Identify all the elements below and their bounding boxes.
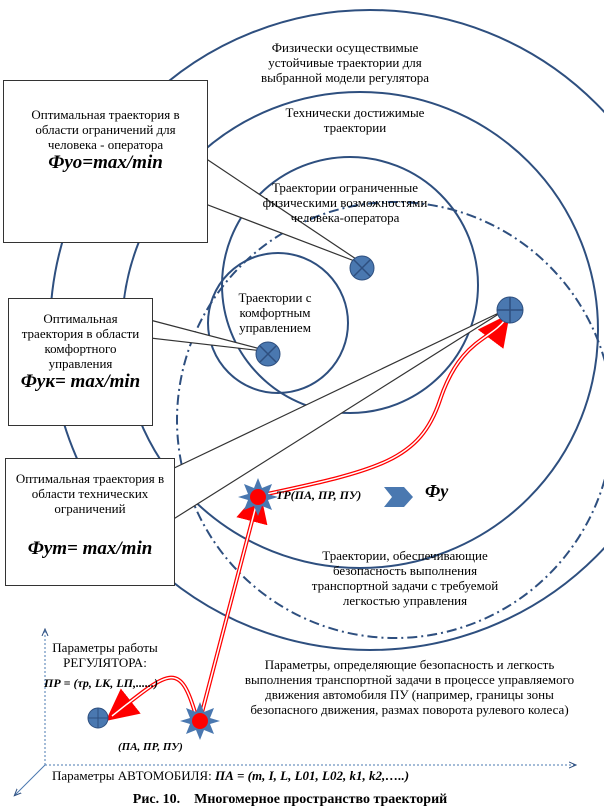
phi-label: Фу <box>425 481 449 501</box>
cross-marker-icon <box>255 341 281 367</box>
tr-label: ТР(ПА, ПР, ПУ) <box>276 488 362 502</box>
star-point-icon <box>180 702 220 740</box>
operator-box-formula: Фуо=max/min <box>48 152 163 173</box>
regulator-formula: ПР = (τр, LК, LП,......) <box>44 676 158 690</box>
technical-region-label: Технически достижимые траектории <box>285 105 425 135</box>
technical-box-formula: Фут= max/min <box>27 538 153 559</box>
car-params: Параметры АВТОМОБИЛЯ: ПА = (m, I, L, L01… <box>52 768 409 783</box>
point-label: (ПА, ПР, ПУ) <box>118 741 183 753</box>
comfort-region-label: Траектории с комфортным управлением <box>238 290 312 335</box>
regulator-title: Параметры работы РЕГУЛЯТОРА: <box>52 640 158 670</box>
human-region-label: Траектории ограниченные физическими возм… <box>262 180 428 225</box>
physical-region-label: Физически осуществимые устойчивые траект… <box>260 40 430 85</box>
comfort-box-formula: Фук= max/min <box>20 371 141 392</box>
cross-marker-icon <box>349 255 375 281</box>
control-params-text: Параметры, определяющие безопасность и л… <box>244 657 575 717</box>
technical-box-text: Оптимальная траектория в области техниче… <box>15 471 165 516</box>
chevron-arrow-icon <box>384 487 413 507</box>
car-params-formula: ПА = (m, I, L, L01, L02, k1, k2,…..) <box>214 768 410 783</box>
plus-marker-icon <box>87 707 109 729</box>
safety-region-circle <box>176 201 604 639</box>
figure-caption: Рис. 10. Многомерное пространство траект… <box>132 792 448 807</box>
human-region-circle <box>221 156 479 414</box>
comfort-box-text: Оптимальная траектория в области комфорт… <box>21 311 140 371</box>
comfort-optimum-box: Оптимальная траектория в области комфорт… <box>8 298 153 426</box>
technical-optimum-box: Оптимальная траектория в области техниче… <box>5 458 175 586</box>
car-params-label: Параметры АВТОМОБИЛЯ: <box>52 768 212 783</box>
axis-depth <box>15 764 46 795</box>
operator-box-text: Оптимальная траектория в области огранич… <box>31 107 180 152</box>
plus-marker-icon <box>496 296 524 324</box>
trajectory-to-optimum <box>261 313 510 497</box>
star-point-icon <box>238 478 278 516</box>
comfort-region-circle <box>207 252 349 394</box>
operator-optimum-box: Оптимальная траектория в области огранич… <box>3 80 208 243</box>
safety-region-label: Траектории, обеспечивающие безопасность … <box>311 548 499 608</box>
